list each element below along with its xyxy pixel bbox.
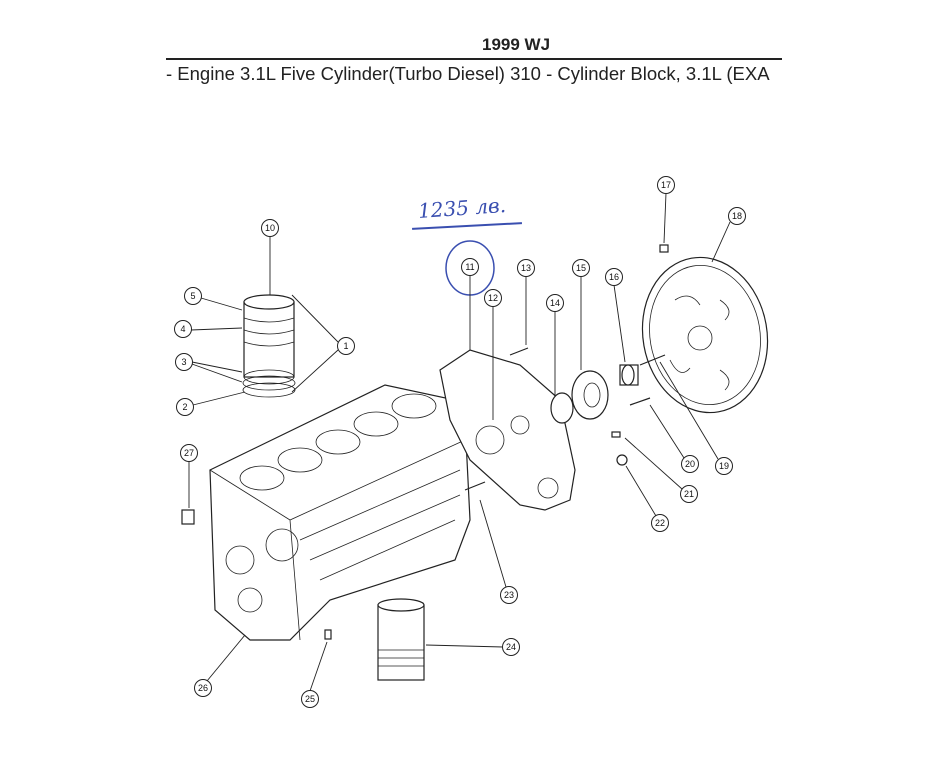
svg-text:16: 16 [609,272,619,282]
stud-23-part [464,481,486,491]
callout-20: 20 [681,455,699,473]
diagram-subtitle: - Engine 3.1L Five Cylinder(Turbo Diesel… [166,63,770,84]
svg-text:23: 23 [504,590,514,600]
nut-22-part [616,454,628,466]
svg-text:27: 27 [184,448,194,458]
cylinder-liner-part [242,294,296,398]
callout-21: 21 [680,485,698,503]
svg-text:21: 21 [684,489,694,499]
callout-19: 19 [715,457,733,475]
seal-part [550,392,574,424]
callout-18: 18 [728,207,746,225]
callout-16: 16 [605,268,623,286]
callout-12: 12 [484,289,502,307]
callout-3: 3 [175,353,193,371]
svg-text:20: 20 [685,459,695,469]
callout-23: 23 [500,586,518,604]
svg-text:19: 19 [719,461,729,471]
callout-13: 13 [517,259,535,277]
bolt-13-part [509,347,529,356]
svg-text:3: 3 [181,357,186,367]
callout-14: 14 [546,294,564,312]
piston-part [377,598,425,681]
svg-text:18: 18 [732,211,742,221]
callout-2: 2 [176,398,194,416]
callout-22: 22 [651,514,669,532]
callout-17: 17 [657,176,675,194]
svg-text:26: 26 [198,683,208,693]
flexplate-part [641,256,769,414]
flexplate-hub-part [571,370,609,420]
svg-text:22: 22 [655,518,665,528]
leader-lines [188,192,731,692]
callout-24: 24 [502,638,520,656]
svg-text:11: 11 [465,262,474,272]
bolt-20-part [629,397,651,406]
dowel-25-part [324,629,332,640]
callout-25: 25 [301,690,319,708]
callout-11: 11 [461,258,479,276]
adapter-plate-part [439,349,576,511]
svg-text:2: 2 [182,402,187,412]
svg-text:24: 24 [506,642,516,652]
callout-10: 10 [261,219,279,237]
callout-1: 1 [337,337,355,355]
callout-27: 27 [180,444,198,462]
callout-15: 15 [572,259,590,277]
callout-26: 26 [194,679,212,697]
diagram-title: 1999 WJ [482,35,551,54]
spacer-part [619,364,639,386]
header-rule [166,58,782,60]
bolt-17-part [659,244,669,253]
svg-text:1: 1 [343,341,348,351]
svg-text:17: 17 [661,180,671,190]
svg-text:4: 4 [180,324,185,334]
svg-text:5: 5 [190,291,195,301]
svg-text:13: 13 [521,263,531,273]
dowel-21-part [611,431,621,438]
svg-text:15: 15 [576,263,586,273]
svg-text:12: 12 [488,293,498,303]
callout-4: 4 [174,320,192,338]
cylinder-block-part [209,384,471,641]
plug-27-part [181,509,195,525]
svg-text:14: 14 [550,298,560,308]
svg-text:10: 10 [265,223,275,233]
callout-5: 5 [184,287,202,305]
bolt-19-part [639,354,666,366]
svg-text:25: 25 [305,694,315,704]
